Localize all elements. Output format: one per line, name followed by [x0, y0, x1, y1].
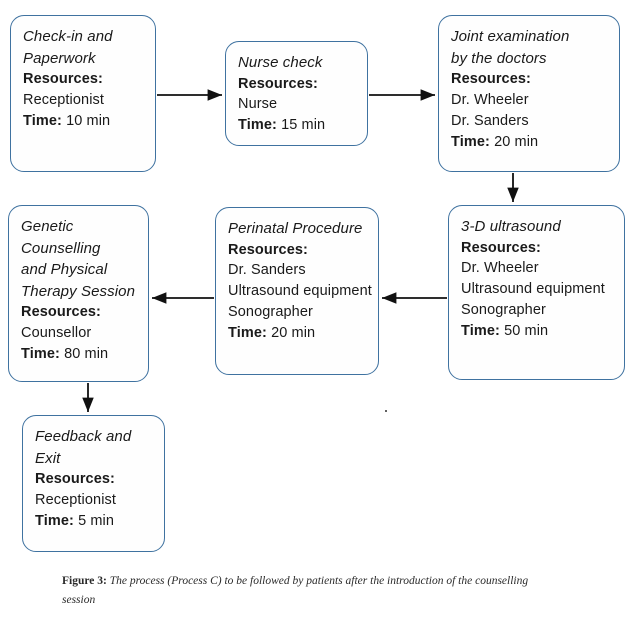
- time-label: Time:: [451, 133, 490, 150]
- time-label: Time:: [228, 325, 267, 342]
- resources-label: Resources:: [23, 71, 103, 88]
- time-label: Time:: [23, 112, 62, 129]
- time-line: Time: 20 min: [228, 323, 368, 344]
- node-title: Feedback and Exit: [35, 428, 132, 467]
- resources-label: Resources:: [238, 75, 318, 92]
- node-title: Perinatal Procedure: [228, 220, 363, 237]
- time-value: 15 min: [281, 117, 326, 134]
- resources-label: Resources:: [228, 241, 308, 258]
- time-line: Time: 5 min: [35, 511, 154, 532]
- node-title: Genetic Counselling and Physical Therapy…: [21, 218, 136, 300]
- time-value: 5 min: [78, 512, 115, 529]
- resource-item: Sonographer: [461, 302, 546, 319]
- resource-item: Receptionist: [35, 492, 116, 509]
- resources-label: Resources:: [451, 71, 531, 88]
- process-node-joint-examination[interactable]: Joint examination by the doctors Resourc…: [438, 15, 620, 172]
- time-value: 20 min: [271, 325, 316, 342]
- time-value: 80 min: [64, 346, 109, 363]
- resource-item: Sonographer: [228, 304, 313, 321]
- node-title: Nurse check: [238, 54, 323, 71]
- time-label: Time:: [21, 346, 60, 363]
- process-node-perinatal-procedure[interactable]: Perinatal Procedure Resources: Dr. Sande…: [215, 207, 379, 375]
- time-line: Time: 80 min: [21, 344, 138, 365]
- time-value: 20 min: [494, 133, 539, 150]
- node-title: 3-D ultrasound: [461, 218, 561, 235]
- resource-item: Dr. Sanders: [228, 262, 306, 279]
- time-line: Time: 20 min: [451, 132, 609, 153]
- time-value: 50 min: [504, 323, 549, 340]
- time-label: Time:: [461, 323, 500, 340]
- time-line: Time: 50 min: [461, 321, 614, 342]
- time-label: Time:: [35, 512, 74, 529]
- process-node-feedback-exit[interactable]: Feedback and Exit Resources: Receptionis…: [22, 415, 165, 552]
- process-node-nurse-check[interactable]: Nurse check Resources: Nurse Time: 15 mi…: [225, 41, 368, 146]
- figure-caption-text: The process (Process C) to be followed b…: [62, 575, 529, 606]
- resources-label: Resources:: [35, 471, 115, 488]
- resource-item: Dr. Sanders: [451, 112, 529, 129]
- node-title: Joint examination by the doctors: [451, 28, 570, 67]
- figure-caption-label: Figure 3:: [62, 575, 107, 587]
- resource-item: Counsellor: [21, 325, 92, 342]
- node-title: Check-in and Paperwork: [23, 28, 113, 67]
- time-line: Time: 10 min: [23, 111, 145, 132]
- resources-label: Resources:: [461, 239, 541, 256]
- resource-item: Dr. Wheeler: [461, 260, 539, 277]
- resource-item: Nurse: [238, 96, 278, 113]
- resource-item: Ultrasound equipment: [461, 281, 605, 298]
- process-node-3d-ultrasound[interactable]: 3-D ultrasound Resources: Dr. Wheeler Ul…: [448, 205, 625, 380]
- process-node-checkin[interactable]: Check-in and Paperwork Resources: Recept…: [10, 15, 156, 172]
- time-label: Time:: [238, 117, 277, 134]
- resource-item: Ultrasound equipment: [228, 283, 372, 300]
- resources-label: Resources:: [21, 304, 101, 321]
- figure-caption: Figure 3: The process (Process C) to be …: [62, 572, 562, 609]
- scan-artifact-speck: [385, 410, 387, 412]
- process-node-genetic-counselling[interactable]: Genetic Counselling and Physical Therapy…: [8, 205, 149, 382]
- resource-item: Receptionist: [23, 92, 104, 109]
- resource-item: Dr. Wheeler: [451, 92, 529, 109]
- time-line: Time: 15 min: [238, 115, 357, 136]
- time-value: 10 min: [66, 112, 111, 129]
